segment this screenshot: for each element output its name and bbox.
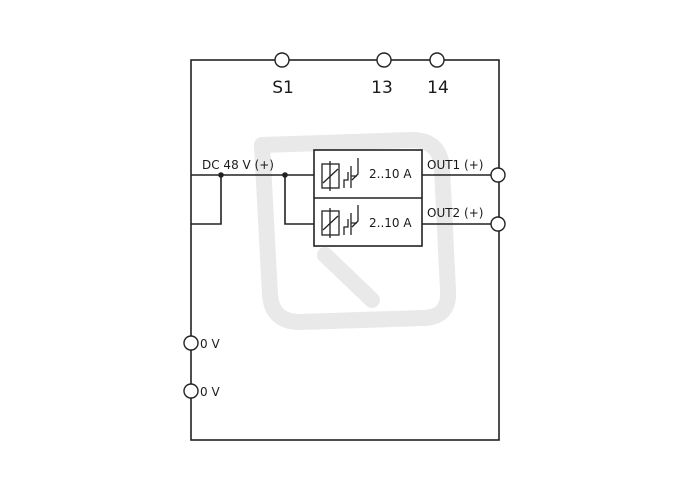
terminal-14 — [429, 52, 445, 68]
enclosure-frame — [190, 59, 500, 441]
terminal-14-label: 14 — [427, 78, 449, 98]
terminal-13 — [376, 52, 392, 68]
channel-1: 2..10 A OUT1 (+) — [321, 158, 506, 191]
switch-contact-icon — [343, 158, 359, 188]
terminal-0v-2 — [183, 383, 199, 399]
ground-label-1: 0 V — [200, 337, 220, 351]
terminal-s1-label: S1 — [272, 78, 294, 98]
switch-contact-icon — [343, 205, 359, 235]
terminal-out2 — [490, 216, 506, 232]
channel-2-current: 2..10 A — [369, 216, 412, 230]
ground-label-2: 0 V — [200, 385, 220, 399]
channel-1-output-label: OUT1 (+) — [427, 158, 483, 172]
terminal-0v-1 — [183, 335, 199, 351]
channel-1-current: 2..10 A — [369, 167, 412, 181]
terminal-s1 — [274, 52, 290, 68]
supply-branch-ch2 — [284, 175, 314, 225]
channel-2-output-label: OUT2 (+) — [427, 206, 483, 220]
supply-loop — [191, 175, 222, 225]
supply-label: DC 48 V (+) — [202, 158, 274, 172]
terminal-out1 — [490, 167, 506, 183]
terminal-13-label: 13 — [371, 78, 393, 98]
watermark-logo — [254, 132, 457, 330]
channel-2: 2..10 A OUT2 (+) — [321, 205, 506, 238]
